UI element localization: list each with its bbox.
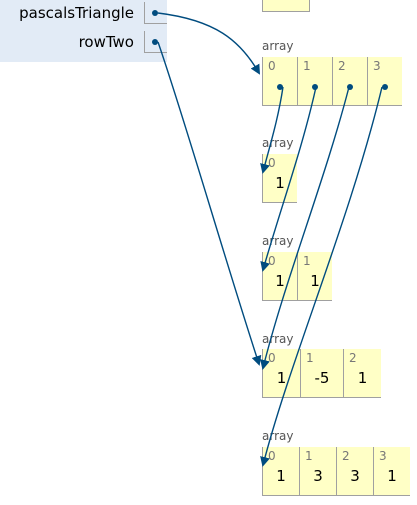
array-caption: array — [262, 39, 294, 53]
cell-index: 1 — [305, 449, 313, 463]
array-stub-offscreen — [262, 0, 310, 12]
pointer-dot-rowTwo[interactable] — [152, 39, 158, 45]
cell-index: 2 — [338, 59, 346, 73]
cell-index: 0 — [268, 254, 276, 268]
cell-index: 2 — [349, 351, 357, 365]
var-label-pascalsTriangle: pascalsTriangle — [19, 4, 134, 22]
cell-value: 1 — [276, 467, 286, 485]
cell-value: 1 — [310, 272, 320, 290]
pointer-dot[interactable] — [382, 84, 388, 90]
cell-index: 1 — [303, 254, 311, 268]
outer-array-cell-1[interactable]: 1 — [297, 57, 332, 106]
cell-value: 1 — [357, 369, 368, 387]
cell-index: 0 — [268, 449, 276, 463]
var-label-rowTwo: rowTwo — [78, 33, 134, 51]
array-caption: array — [262, 332, 294, 346]
outer-array-cell-0[interactable]: 0 — [262, 57, 297, 106]
outer-array-cell-2[interactable]: 2 — [332, 57, 367, 106]
cell-index: 1 — [306, 351, 314, 365]
pointer-dot[interactable] — [347, 84, 353, 90]
cell-value: 1 — [275, 272, 285, 290]
arrow-cell-2-to-row-2 — [260, 86, 350, 370]
var-cell-rowTwo — [144, 31, 167, 53]
pointer-dot[interactable] — [277, 84, 283, 90]
cell-index: 0 — [268, 351, 276, 365]
array-caption: array — [262, 429, 294, 443]
cell-value: 1 — [275, 174, 285, 192]
array-caption: array — [262, 234, 294, 248]
arrow-pascalsTriangle-to-outer-array — [157, 12, 260, 75]
arrow-rowTwo-to-row-2 — [157, 41, 262, 366]
cell-value: 1 — [276, 369, 287, 387]
cell-value: 3 — [313, 467, 323, 485]
cell-index: 2 — [342, 449, 350, 463]
pointer-dot-pascalsTriangle[interactable] — [152, 10, 158, 16]
cell-value: 3 — [350, 467, 360, 485]
cell-value: -5 — [314, 369, 330, 387]
var-cell-pascalsTriangle — [144, 2, 167, 24]
cell-index: 3 — [373, 59, 381, 73]
frame-panel — [0, 0, 167, 62]
array-caption: array — [262, 136, 294, 150]
row-array-2-cell-1[interactable]: 1-5 — [300, 349, 343, 398]
outer-array-cell-3[interactable]: 3 — [367, 57, 402, 106]
cell-index: 0 — [268, 59, 276, 73]
cell-index: 1 — [303, 59, 311, 73]
pointer-dot[interactable] — [312, 84, 318, 90]
cell-index: 0 — [268, 156, 276, 170]
cell-index: 3 — [379, 449, 387, 463]
outer-array: 0 1 2 3 — [262, 57, 402, 106]
cell-value: 1 — [387, 467, 397, 485]
